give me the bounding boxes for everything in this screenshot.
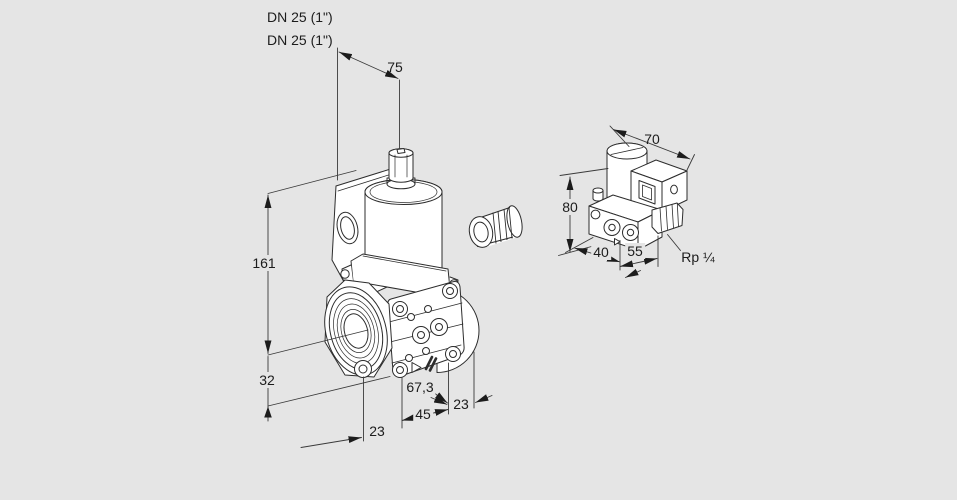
- dn-label-2: DN 25 (1"): [267, 32, 333, 48]
- dim-67-3: 67,3: [404, 379, 436, 395]
- dim-45: 45: [413, 406, 433, 422]
- dim-23-right: 23: [451, 396, 471, 412]
- dim-70: 70: [644, 131, 660, 147]
- thread-label: Rp ¼: [681, 249, 715, 265]
- dn-label-1: DN 25 (1"): [267, 9, 333, 25]
- dim-75: 75: [387, 59, 403, 75]
- main-valve-drawing: [324, 148, 480, 378]
- dim-80: 80: [560, 199, 580, 215]
- dim-40: 40: [591, 244, 611, 260]
- dim-55: 55: [625, 243, 645, 259]
- dimension-annotations: [264, 47, 695, 448]
- dim-161: 161: [250, 255, 278, 271]
- side-view-drawing: [588, 142, 688, 251]
- dim-32: 32: [257, 372, 277, 388]
- dim-23-left: 23: [367, 423, 387, 439]
- cable-gland-fitting: [468, 205, 523, 248]
